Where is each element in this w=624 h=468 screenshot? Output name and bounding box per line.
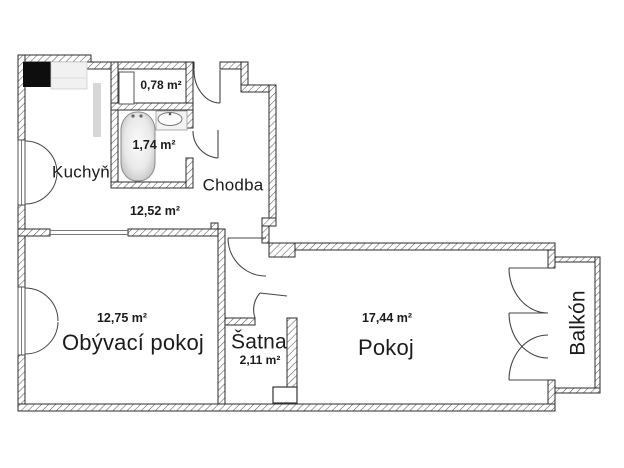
doors: [192, 69, 549, 381]
room-area-label-pokoj: 17,44 m²: [361, 310, 413, 325]
stove: [23, 62, 51, 87]
room-name-label-chodba: Chodba: [202, 175, 264, 195]
room-name-label-kuchyn: Kuchyň: [52, 162, 110, 182]
room-name-label-obyvaci: Obývací pokoj: [61, 330, 205, 355]
entrance-door: [193, 69, 221, 104]
room-name-label-satna: Šatna: [231, 330, 287, 354]
fixtures: [23, 61, 298, 404]
room-area-label-obyvaci: 12,75 m²: [96, 310, 148, 325]
room-area-label-chodba: 12,52 m²: [129, 203, 181, 218]
hallway-passage-door: [227, 237, 267, 277]
room-name-label-balkon: Balkón: [566, 290, 590, 356]
wc-cabinet: [118, 71, 135, 105]
kitchen-living-partition: [50, 230, 128, 235]
walls: [17, 54, 601, 412]
bathroom-door: [192, 130, 219, 159]
bathtub: [120, 111, 156, 182]
room-area-label-wc: 0,78 m²: [140, 78, 182, 92]
shaft: [272, 386, 298, 404]
satna-door: [253, 292, 288, 319]
living-room-window: [17, 286, 59, 356]
tall-cabinet: [93, 83, 101, 137]
room-name-label-pokoj: Pokoj: [357, 335, 415, 360]
balcony-doors: [508, 267, 549, 381]
kitchen-window: [17, 139, 58, 206]
room-area-label-koupelna: 1,74 m²: [132, 137, 176, 152]
sink: [155, 110, 188, 131]
room-area-label-satna: 2,11 m²: [239, 353, 281, 367]
windows: [17, 139, 59, 356]
kitchen-counter: [50, 61, 88, 90]
